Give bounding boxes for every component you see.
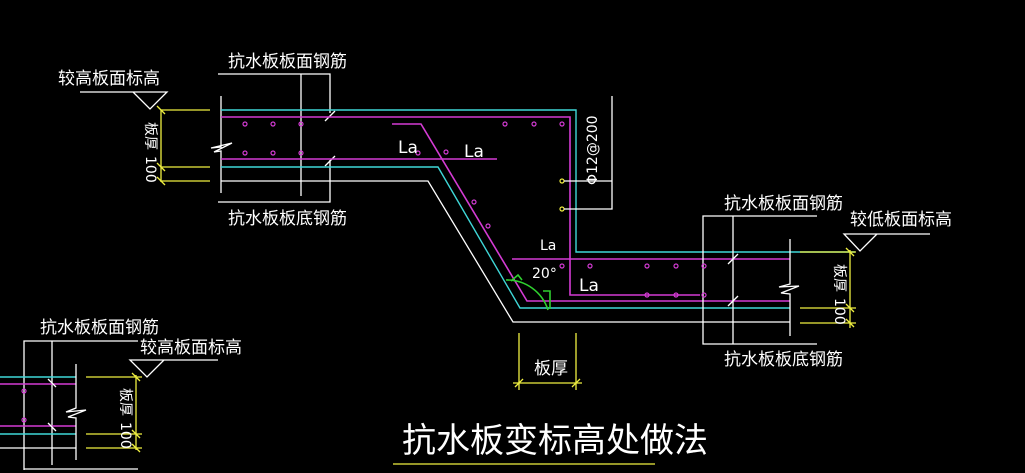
la-label: La [540, 238, 556, 254]
drawing-title: 抗水板变标高处做法 [402, 421, 708, 461]
rebar-dot [559, 121, 565, 127]
leader-tick [727, 253, 739, 265]
rebar-dot [242, 121, 248, 127]
break-line [210, 96, 233, 193]
top-rebar-leader [218, 73, 331, 113]
rebar-dot [21, 388, 27, 394]
rebar-dot [701, 263, 707, 269]
dim-tick [131, 429, 141, 439]
dim-tick [131, 443, 141, 453]
right-detail: 抗水板板面钢筋 抗水板板底钢筋 较低板面标高 板厚 100 [644, 194, 952, 370]
la-label: La [579, 276, 599, 296]
bottom-outline [221, 180, 790, 323]
stirrup-label: Φ12@200 [585, 115, 601, 185]
rebar-dot [242, 150, 248, 156]
rebar-dot [644, 292, 650, 298]
elevation-label: 较高板面标高 [140, 338, 242, 358]
top-rebar-label: 抗水板板面钢筋 [228, 52, 347, 72]
rebar-dot [443, 149, 449, 155]
cushion-dim-label: 100 [117, 422, 133, 449]
stirrup-dot [559, 206, 565, 212]
angle-arc-end [510, 273, 523, 282]
angle-label: 20° [532, 266, 557, 282]
top-rebar-line [221, 116, 700, 296]
rebar-dot [298, 150, 304, 156]
sloped-rebar-line [392, 123, 790, 302]
break-line [65, 364, 87, 460]
leader-tick [47, 422, 57, 432]
dim-tick [156, 105, 166, 115]
dim-tick [156, 162, 166, 172]
slab-section: Φ12@200 La La La La 20° 板厚 [221, 96, 855, 390]
rebar-dot [298, 121, 304, 127]
stirrup-leader [564, 96, 613, 210]
rebar-leader-frame [702, 215, 817, 345]
rebar-dot [270, 150, 276, 156]
angle-arc-end [543, 290, 551, 309]
elevation-triangle-icon [80, 91, 169, 110]
la-label: La [398, 138, 418, 158]
thickness-dim-label: 板厚 [117, 388, 133, 416]
left-detail: 抗水板板面钢筋 抗水板板底钢筋 较高板面标高 板厚 100 [58, 52, 347, 229]
thickness-label: 板厚 [534, 359, 568, 379]
cushion-dim-label: 100 [142, 156, 158, 183]
dim-tick [845, 247, 855, 257]
bottom-left-detail: 抗水板板面钢筋 较高板面标高 板厚 100 [0, 318, 242, 470]
cushion-dim-label: 100 [831, 298, 847, 325]
bottom-waterproof-line [221, 166, 790, 309]
dim-tick [571, 378, 581, 388]
rebar-dot [559, 263, 565, 269]
leader-tick [324, 155, 336, 167]
leader-tick [47, 378, 57, 388]
top-rebar-label: 抗水板板面钢筋 [724, 194, 843, 214]
dim-tick [131, 372, 141, 382]
bottom-rebar-label: 抗水板板底钢筋 [228, 209, 347, 229]
elevation-label: 较高板面标高 [58, 69, 160, 89]
break-line [778, 239, 800, 336]
dim-tick [514, 378, 524, 388]
rebar-dot [270, 121, 276, 127]
leader-tick [727, 295, 739, 307]
thickness-dim-label: 板厚 [831, 264, 847, 292]
rebar-dot [644, 263, 650, 269]
bottom-rebar-label: 抗水板板底钢筋 [724, 350, 843, 370]
rebar-dot [415, 150, 421, 156]
rebar-leader-frame [23, 340, 138, 470]
elevation-triangle-icon [128, 359, 218, 378]
top-rebar-label: 抗水板板面钢筋 [40, 318, 159, 338]
rebar-dot [701, 292, 707, 298]
rebar-dot [502, 121, 508, 127]
rebar-dot [587, 263, 593, 269]
rebar-dot [673, 263, 679, 269]
rebar-dot [485, 223, 491, 229]
rebar-dot [531, 121, 537, 127]
thickness-dim-label: 板厚 [142, 122, 158, 150]
elevation-triangle-icon [842, 233, 930, 252]
leader-tick [324, 110, 336, 122]
bottom-rebar-leader [218, 160, 331, 203]
rebar-dot [673, 292, 679, 298]
dim-tick [845, 318, 855, 328]
rebar-dot [471, 199, 477, 205]
elevation-label: 较低板面标高 [850, 210, 952, 230]
dim-tick [156, 176, 166, 186]
stirrup-dot [559, 178, 565, 184]
la-label: La [464, 142, 484, 162]
dim-tick [845, 303, 855, 313]
rebar-dot [21, 417, 27, 423]
